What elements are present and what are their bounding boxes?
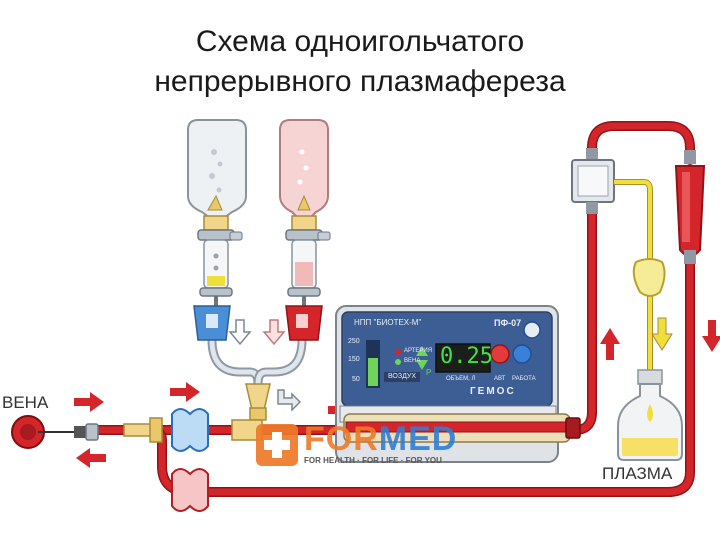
watermark-tagline: FOR HEALTH · FOR LIFE · FOR YOU — [304, 456, 442, 465]
scale-150: 150 — [348, 356, 360, 363]
air-label: ВОЗДУХ — [388, 373, 417, 380]
volume-label: ОБЪЕМ, Л — [446, 376, 476, 382]
device-model-label: ПФ-07 — [494, 318, 522, 328]
title-line-2: непрерывного плазмафереза — [154, 65, 566, 98]
plasma-label: ПЛАЗМА — [602, 464, 673, 483]
scale-50: 50 — [352, 376, 360, 383]
anticoagulant-bottle — [279, 119, 331, 341]
formed-logo — [256, 424, 298, 466]
device-maker-label: НПП "БИОТЕХ-М" — [354, 318, 422, 327]
plasma-line — [632, 179, 673, 386]
artery-indicator-label: АРТЕРИЯ — [404, 348, 433, 354]
blood-column — [674, 150, 706, 264]
line-connectors — [123, 408, 209, 512]
volume-display: 0.25 — [440, 344, 493, 369]
diagram-title: Схема одноигольчатого непрерывного плазм… — [0, 22, 720, 102]
watermark-brand-right: MED — [378, 420, 458, 458]
plasma-filter — [571, 148, 636, 214]
title-line-1: Схема одноигольчатого — [195, 25, 525, 58]
bottle-flow-arrows — [228, 319, 302, 412]
p-label: P — [426, 368, 432, 377]
vein-needle — [11, 415, 99, 449]
infusion-y-tubing — [207, 335, 307, 411]
work-label: РАБОТА — [512, 376, 536, 382]
vein-label: ВЕНА — [2, 393, 49, 412]
scale-250: 250 — [348, 338, 360, 345]
plasma-flask — [617, 369, 683, 461]
device-brand-label: ГЕМОС — [470, 386, 516, 397]
auto-label: АВТ — [494, 376, 506, 382]
watermark-brand: FORMED — [304, 420, 457, 459]
plasmapheresis-device — [335, 305, 581, 463]
saline-bottle — [187, 119, 247, 341]
watermark-brand-left: FOR — [304, 420, 379, 458]
vein-indicator-label: ВЕНА — [404, 358, 421, 364]
